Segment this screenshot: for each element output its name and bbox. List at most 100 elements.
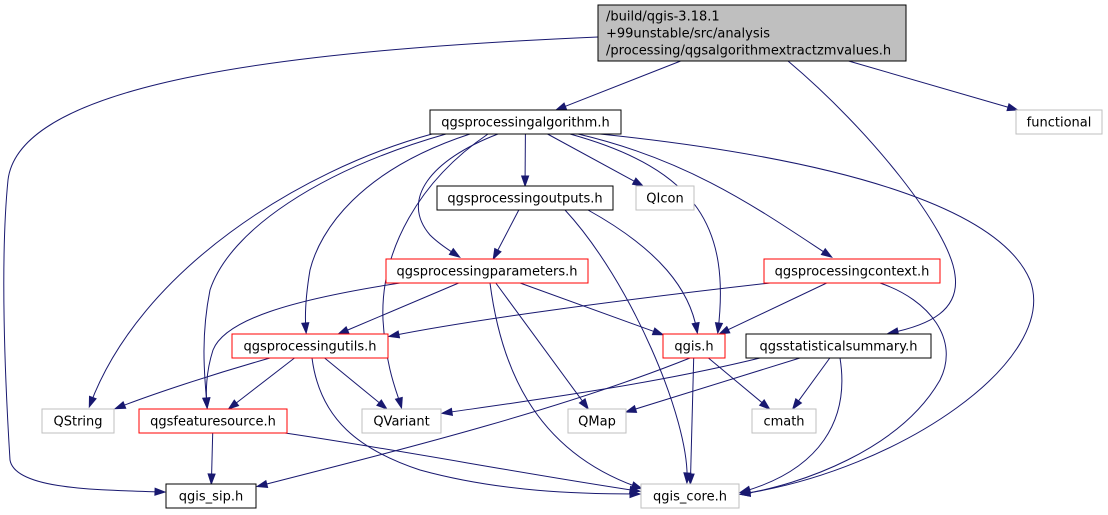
edge-qgsprocessingparameters-to-qgis_core	[489, 282, 641, 489]
node-qgis_sip[interactable]: qgis_sip.h	[165, 483, 257, 509]
edge-qgsprocessingutils-to-qgsfeaturesource	[235, 357, 295, 404]
arrowhead-qgsprocessingalgorithm-to-qstring	[88, 395, 97, 409]
arrowhead-qgsfeaturesource-to-qgis_sip	[207, 473, 216, 486]
edge-qgsprocessingparameters-to-qmap	[495, 282, 584, 402]
arrowhead-qgsprocessingcontext-to-qgsprocessingutils	[387, 330, 401, 339]
arrowhead-qgsprocessingutils-to-qstring	[113, 400, 127, 410]
node-box	[597, 4, 907, 62]
node-label: qgis.h	[674, 340, 713, 355]
edge-layer	[3, 36, 1035, 499]
edge-qgsstatisticalsummary-to-qgis_core	[741, 357, 843, 493]
node-label: qgis_core.h	[653, 490, 727, 505]
node-qgsprocessingutils[interactable]: qgsprocessingutils.h	[231, 333, 389, 359]
node-qgis_core: qgis_core.h	[640, 483, 740, 509]
node-box	[763, 258, 941, 284]
edge-qgsprocessingalgorithm-to-qstring	[89, 133, 433, 406]
node-qgsprocessingcontext[interactable]: qgsprocessingcontext.h	[763, 258, 941, 284]
arrowhead-qgsprocessingalgorithm-to-qvariant	[394, 396, 403, 410]
node-root[interactable]: /build/qgis-3.18.1+99unstable/src/analys…	[597, 4, 907, 62]
arrowhead-qgsprocessingoutputs-to-qgis	[691, 321, 700, 335]
edge-qgsfeaturesource-to-qgis_sip	[211, 432, 214, 476]
node-functional: functional	[1015, 109, 1103, 135]
node-layer: /build/qgis-3.18.1+99unstable/src/analys…	[41, 4, 1103, 509]
edge-qgsprocessingparameters-to-qgis	[519, 282, 655, 333]
edge-qgis-to-qgis_sip	[258, 357, 691, 487]
node-box	[165, 483, 257, 509]
edge-qgsprocessingalgorithm-to-qgsprocessingparameters	[418, 133, 499, 257]
edge-qgsprocessingparameters-to-qgsprocessingutils	[346, 282, 459, 331]
arrowhead-qgsfeaturesource-to-qgis_core	[628, 485, 642, 494]
edge-qgsstatisticalsummary-to-qmap	[634, 357, 801, 410]
node-box	[436, 185, 614, 211]
arrowhead-qgsprocessingcontext-to-qgis	[717, 325, 731, 335]
arrowhead-qgsprocessingparameters-to-qgis	[651, 327, 665, 336]
node-qgsfeaturesource[interactable]: qgsfeaturesource.h	[138, 408, 288, 434]
node-label: QMap	[578, 415, 616, 430]
node-label: qgsprocessingoutputs.h	[447, 192, 602, 207]
arrowhead-qgsprocessingparameters-to-qgis_core	[630, 481, 644, 490]
node-label: qgsstatisticalsummary.h	[760, 340, 918, 355]
arrowhead-qgsprocessingalgorithm-to-qgsprocessingutils	[301, 322, 310, 335]
node-box	[385, 258, 589, 284]
node-box	[640, 483, 740, 509]
arrowhead-qgis-to-cmath	[758, 399, 771, 410]
node-qgsprocessingalgorithm[interactable]: qgsprocessingalgorithm.h	[429, 109, 622, 135]
edge-qgsprocessingparameters-to-qgsfeaturesource	[205, 282, 401, 407]
arrowhead-qgsprocessingalgorithm-to-qicon	[631, 177, 645, 187]
edge-qgsprocessingalgorithm-to-qgis	[569, 133, 721, 332]
node-qgsprocessingparameters[interactable]: qgsprocessingparameters.h	[385, 258, 589, 284]
arrowhead-qgsprocessingparameters-to-qgsfeaturesource	[202, 397, 211, 410]
node-label: qgsfeaturesource.h	[150, 415, 276, 430]
edge-qgis-to-qgis_core	[690, 357, 695, 476]
node-cmath: cmath	[751, 408, 817, 434]
edge-qgsprocessingalgorithm-to-qgsfeaturesource	[203, 133, 447, 407]
node-qvariant: QVariant	[361, 408, 442, 434]
node-label: /processing/qgsalgorithmextractzmvalues.…	[606, 44, 891, 59]
edge-qgsstatisticalsummary-to-cmath	[797, 357, 831, 402]
edge-qgsprocessingalgorithm-to-qgsprocessingcontext	[577, 133, 831, 257]
edge-qgsprocessingutils-to-qstring	[116, 357, 271, 409]
node-qgsprocessingoutputs[interactable]: qgsprocessingoutputs.h	[436, 185, 614, 211]
arrowhead-root-to-qgsprocessingalgorithm	[554, 102, 568, 111]
edge-qgsprocessingoutputs-to-qgsprocessingparameters	[496, 209, 520, 252]
arrowhead-qgsstatisticalsummary-to-cmath	[791, 398, 803, 411]
node-label: cmath	[763, 415, 804, 430]
node-box	[745, 333, 932, 359]
node-qicon: QIcon	[635, 185, 695, 211]
edge-qgsprocessingutils-to-qvariant	[324, 357, 381, 404]
arrowhead-root-to-qgis_sip	[154, 487, 167, 496]
edge-root-to-qgsstatisticalsummary	[787, 60, 957, 334]
node-box	[1015, 109, 1103, 135]
node-label: qgsprocessingutils.h	[243, 340, 376, 355]
edge-qgsprocessingoutputs-to-qgis	[587, 209, 698, 332]
node-label: functional	[1027, 116, 1092, 131]
node-box	[41, 408, 115, 434]
node-label: qgsprocessingcontext.h	[775, 265, 930, 280]
edge-qgis-to-cmath	[708, 357, 764, 404]
node-box	[231, 333, 389, 359]
node-box	[635, 185, 695, 211]
node-label: QString	[53, 415, 102, 430]
arrowhead-qgsstatisticalsummary-to-qvariant	[440, 407, 454, 416]
node-label: qgis_sip.h	[179, 490, 243, 505]
arrowhead-qgsprocessingutils-to-qgsfeaturesource	[227, 399, 240, 410]
arrowhead-root-to-functional	[1006, 103, 1020, 112]
node-qstring: QString	[41, 408, 115, 434]
arrowhead-qgsprocessingoutputs-to-qgsprocessingparameters	[492, 247, 502, 261]
node-label: /build/qgis-3.18.1	[606, 10, 720, 25]
node-label: QIcon	[646, 192, 683, 207]
edge-root-to-qgsprocessingalgorithm	[564, 60, 681, 108]
edge-qgsstatisticalsummary-to-qvariant	[443, 357, 761, 414]
edge-qgsprocessingalgorithm-to-qgis_core	[599, 133, 1035, 495]
node-box	[429, 109, 622, 135]
node-qgis[interactable]: qgis.h	[662, 333, 726, 359]
node-box	[138, 408, 288, 434]
edge-qgsfeaturesource-to-qgis_core	[284, 432, 639, 492]
arrowhead-qgis-to-qgis_sip	[255, 479, 269, 488]
node-box	[751, 408, 817, 434]
arrowhead-qgsprocessingutils-to-qvariant	[376, 399, 389, 410]
node-qgsstatisticalsummary[interactable]: qgsstatisticalsummary.h	[745, 333, 932, 359]
node-label: qgsprocessingparameters.h	[396, 265, 577, 280]
edge-qgsprocessingalgorithm-to-qvariant	[382, 133, 489, 407]
